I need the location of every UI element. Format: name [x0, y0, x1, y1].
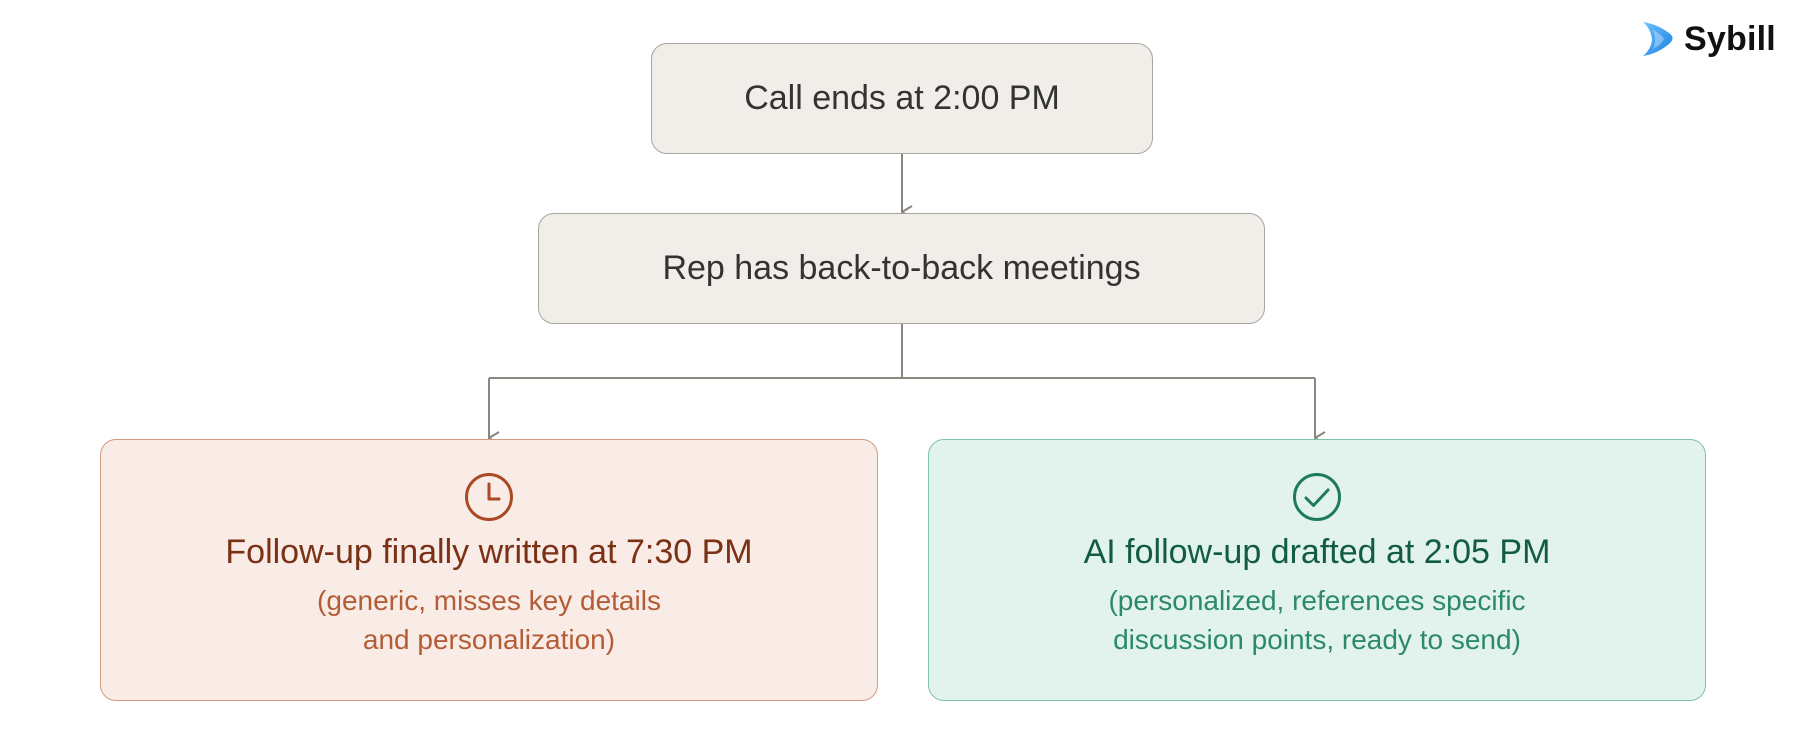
step-call-ends-label: Call ends at 2:00 PM	[744, 79, 1060, 117]
outcome-ai-desc-line1: (personalized, references specific	[1108, 585, 1526, 616]
step-rep-meetings-label: Rep has back-to-back meetings	[662, 249, 1141, 287]
outcome-ai-followup: AI follow-up drafted at 2:05 PM (persona…	[928, 439, 1706, 701]
outcome-manual-title: Follow-up finally written at 7:30 PM	[225, 533, 753, 571]
outcome-ai-desc-line2: discussion points, ready to send)	[1113, 624, 1521, 655]
connector-rep-to-branches	[489, 324, 1315, 379]
outcome-ai-description: (personalized, references specific discu…	[1108, 581, 1525, 659]
sybill-logo-icon	[1643, 22, 1673, 56]
sybill-logo: Sybill	[1640, 19, 1776, 59]
outcome-manual-followup: Follow-up finally written at 7:30 PM (ge…	[100, 439, 878, 701]
step-call-ends: Call ends at 2:00 PM	[651, 43, 1153, 154]
clock-icon	[465, 473, 513, 521]
step-rep-meetings: Rep has back-to-back meetings	[538, 213, 1265, 324]
outcome-manual-description: (generic, misses key details and persona…	[317, 581, 661, 659]
outcome-manual-desc-line1: (generic, misses key details	[317, 585, 661, 616]
check-circle-icon	[1293, 473, 1341, 521]
outcome-ai-title: AI follow-up drafted at 2:05 PM	[1083, 533, 1551, 571]
sybill-wordmark: Sybill	[1684, 19, 1776, 58]
outcome-manual-desc-line2: and personalization)	[362, 624, 616, 655]
